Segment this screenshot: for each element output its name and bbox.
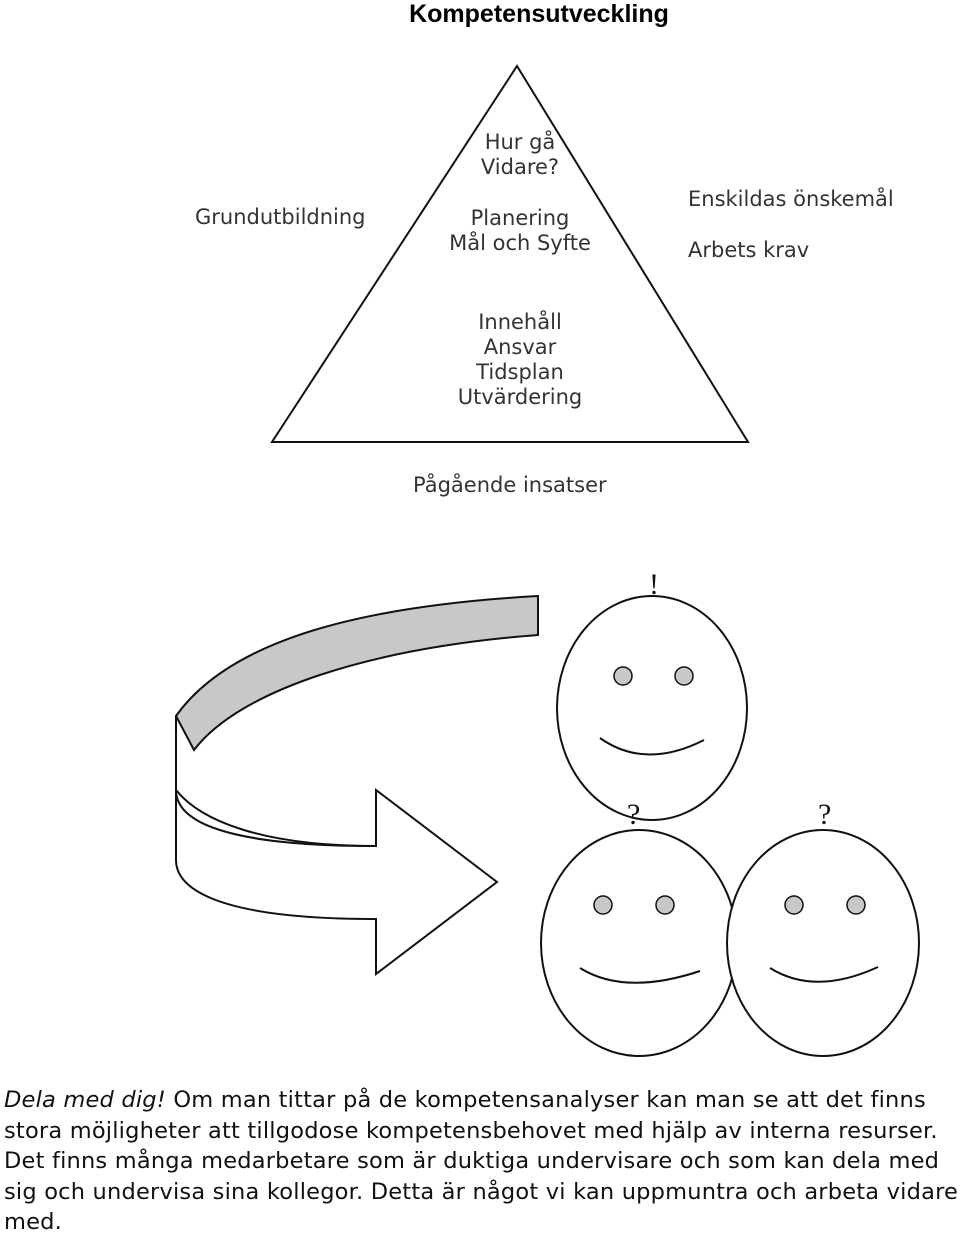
pyramid-middle-line: Planering — [470, 206, 570, 230]
pyramid-apex-line: Hur gå — [484, 130, 556, 154]
pyramid-left-label: Grundutbildning — [195, 205, 366, 229]
smiley-face-icon — [726, 829, 920, 1057]
pyramid-right-label: Arbets krav — [688, 238, 810, 262]
pyramid-apex-text: Hur gå Vidare? — [460, 130, 580, 180]
pyramid-base-line: Utvärdering — [457, 385, 583, 409]
pyramid-middle-line: Mål och Syfte — [449, 231, 591, 255]
smiley-face-icon — [556, 595, 748, 821]
pyramid-base-text: Innehåll Ansvar Tidsplan Utvärdering — [440, 310, 600, 410]
question-mark: ? — [627, 798, 641, 831]
pyramid-middle-text: Planering Mål och Syfte — [430, 206, 610, 256]
pyramid-right-label: Enskildas önskemål — [688, 187, 894, 211]
body-paragraph: Dela med dig! Om man tittar på de kompet… — [4, 1085, 960, 1238]
pyramid-apex-line: Vidare? — [480, 155, 560, 179]
diagram-canvas — [174, 64, 920, 1057]
pyramid-triangle — [270, 64, 750, 443]
exclamation-mark: ! — [649, 568, 659, 601]
paragraph-lead: Dela med dig! — [4, 1087, 166, 1113]
question-mark: ? — [818, 798, 832, 831]
pyramid-base-line: Tidsplan — [476, 360, 564, 384]
curved-arrow-icon — [174, 594, 539, 977]
pyramid-base-line: Ansvar — [483, 335, 557, 359]
page-title: Kompetensutveckling — [409, 0, 669, 28]
pyramid-bottom-label: Pågående insatser — [413, 473, 607, 497]
smiley-face-icon — [540, 829, 738, 1057]
paragraph-body: Om man tittar på de kompetensanalyser ka… — [4, 1087, 959, 1235]
pyramid-base-line: Innehåll — [478, 310, 562, 334]
